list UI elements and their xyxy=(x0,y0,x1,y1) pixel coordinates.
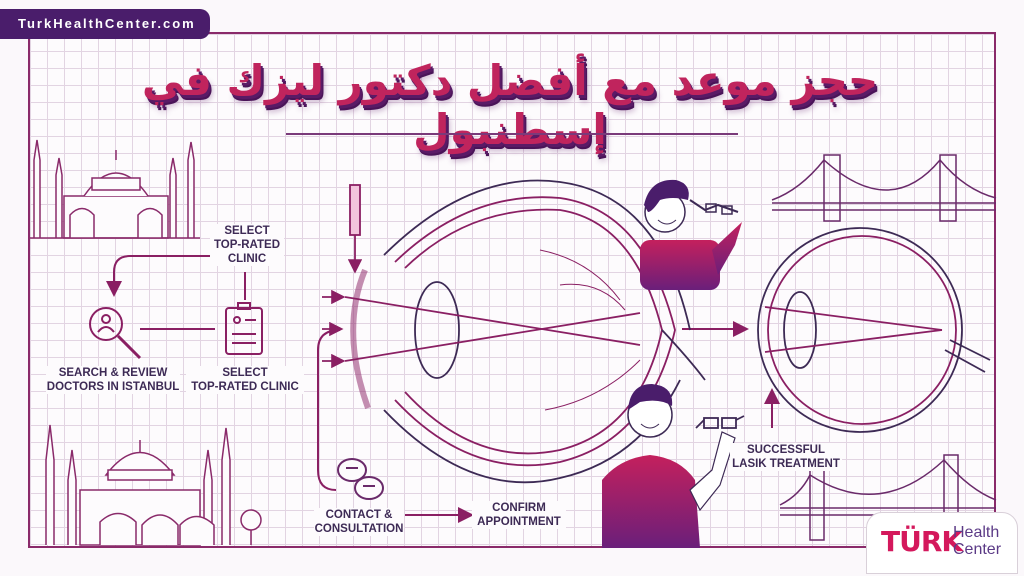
page-title: حجز موعد مع أفضل دكتور ليزك في إسطنبول xyxy=(141,56,879,154)
chat-bubbles-icon xyxy=(337,458,384,500)
hagia-sophia-top-icon xyxy=(30,139,200,239)
search-doctor-icon xyxy=(89,307,142,360)
laser-icon xyxy=(347,184,363,274)
step-successful-lasik-treatment: SUCCESSFUL LASIK TREATMENT xyxy=(730,443,842,471)
eye-cross-section-after xyxy=(757,227,991,433)
hagia-sophia-bottom-icon xyxy=(45,424,262,546)
eye-cross-section-before xyxy=(344,179,706,484)
logo-center: Center xyxy=(953,541,1002,558)
logo-turk-text: TÜRK xyxy=(881,525,963,558)
step-contact-consultation: CONTACT & CONSULTATION xyxy=(314,508,404,536)
man-holding-glasses-bottom xyxy=(602,384,745,548)
logo-health-center-text: Health Center xyxy=(953,524,1001,558)
title-underline xyxy=(286,133,738,135)
step-confirm-appointment: CONFIRM APPOINTMENT xyxy=(472,501,566,529)
step-search-review-doctors: SEARCH & REVIEW DOCTORS IN ISTANBUL xyxy=(46,366,180,394)
turk-health-center-logo[interactable]: TÜRK Health Center xyxy=(866,512,1018,574)
bosphorus-bridge-top-icon xyxy=(771,154,997,222)
grid-background xyxy=(28,32,996,548)
logo-health: Health xyxy=(953,524,1000,541)
site-brand-tab[interactable]: TurkHealthCenter.com xyxy=(0,9,210,39)
step-select-top-rated-clinic-top: SELECT TOP-RATED CLINIC xyxy=(210,224,284,266)
man-holding-glasses-top xyxy=(640,179,742,290)
step-select-top-rated-clinic: SELECT TOP-RATED CLINIC xyxy=(186,366,304,394)
clipboard-icon xyxy=(225,302,263,355)
